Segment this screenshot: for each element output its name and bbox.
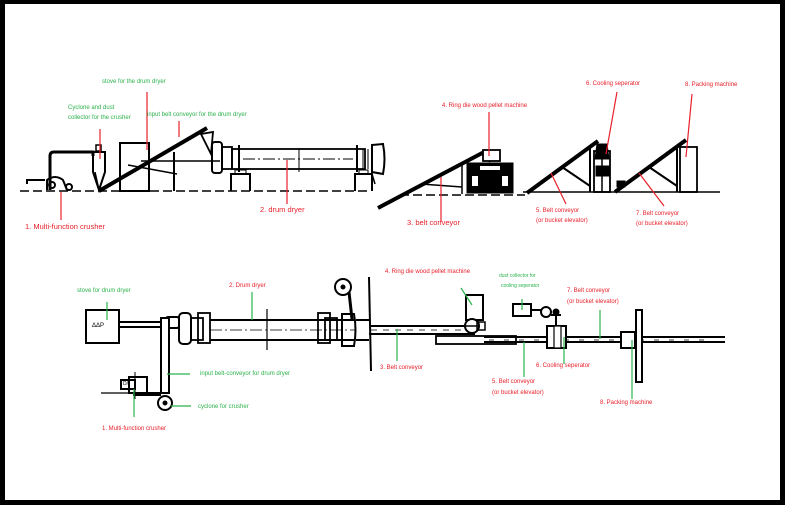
label-crusher-plan: 1. Multi-function crusher bbox=[102, 426, 167, 432]
label-cooling-elevation: 6. Cooling seperator bbox=[586, 81, 641, 87]
cyclone-dust-collector bbox=[92, 144, 106, 194]
label-dust-collector-plan-1: dust collector for bbox=[499, 273, 536, 279]
ring-die-pellet-machine bbox=[466, 149, 514, 194]
label-belt-conveyor-7-elevation-2: (or bucket elevator) bbox=[636, 221, 688, 227]
stove-box-text: ΔΔΡ bbox=[92, 323, 105, 329]
cyclone-circle bbox=[157, 395, 173, 411]
label-cyclone-elevation-2: collector for the crusher bbox=[68, 115, 131, 121]
layout-drawing bbox=[20, 91, 725, 417]
label-drum-dryer-elevation: 2. drum dryer bbox=[260, 205, 305, 214]
label-pellet-machine-plan: 4. Ring die wood pellet machine bbox=[385, 269, 471, 275]
belt-conveyor-7 bbox=[613, 138, 688, 194]
label-stove-plan: stove for drum dryer bbox=[77, 288, 131, 294]
crusher-machine bbox=[26, 150, 95, 191]
label-belt-conveyor-7-plan-1: 7. Belt conveyor bbox=[567, 288, 611, 294]
label-cyclone-plan: cyclone for crusher bbox=[198, 404, 249, 410]
label-input-conveyor-plan: input belt-conveyor for drum dryer bbox=[200, 371, 291, 377]
elevation-view bbox=[20, 126, 720, 210]
label-pellet-machine-elevation: 4. Ring die wood pellet machine bbox=[442, 103, 528, 109]
label-stove-elevation: stove for the drum dryer bbox=[102, 79, 166, 85]
partition-line bbox=[368, 276, 372, 372]
stove-box bbox=[119, 142, 150, 192]
drum-dryer bbox=[211, 141, 386, 191]
cooling-separator bbox=[593, 143, 611, 193]
label-belt-conveyor-5-plan-2: (or bucket elevator) bbox=[492, 390, 544, 396]
label-belt-conveyor-7-elevation-1: 7. Belt conveyor bbox=[636, 211, 680, 217]
label-crusher-elevation: 1. Multi-function crusher bbox=[25, 222, 106, 231]
label-belt-conveyor-5-plan-1: 5. Belt conveyor bbox=[492, 379, 536, 385]
label-packing-elevation: 8. Packing machine bbox=[685, 82, 738, 88]
label-packing-plan: 8. Packing machine bbox=[600, 400, 653, 406]
label-belt-conveyor-3-elevation: 3. belt conveyor bbox=[407, 218, 460, 227]
plan-view bbox=[85, 276, 725, 411]
label-cooling-plan: 6. Cooling seperator bbox=[536, 363, 591, 369]
label-belt-conveyor-3-plan: 3. Belt conveyor bbox=[380, 365, 424, 371]
label-drum-dryer-plan: 2. Drum dryer bbox=[229, 283, 266, 289]
input-conveyor-belt bbox=[97, 126, 209, 193]
label-belt-conveyor-5-elevation-1: 5. Belt conveyor bbox=[536, 208, 580, 214]
belt-conveyor-5 bbox=[525, 139, 600, 195]
label-cyclone-elevation-1: Cyclone and dust bbox=[68, 105, 115, 111]
label-belt-conveyor-5-elevation-2: (or bucket elevator) bbox=[536, 218, 588, 224]
crusher-box-text: D/ bbox=[123, 381, 128, 387]
label-dust-collector-plan-2: cooling seperator bbox=[501, 283, 540, 289]
label-input-conveyor-elevation: input belt conveyor for the drum dryer bbox=[147, 112, 247, 118]
plan-leaders bbox=[106, 287, 633, 417]
packing-machine-box bbox=[679, 146, 698, 193]
label-belt-conveyor-7-plan-2: (or bucket elevator) bbox=[567, 299, 619, 305]
diagram-canvas: stove for the drum dryer Cyclone and dus… bbox=[5, 4, 780, 500]
elevation-leaders bbox=[60, 91, 693, 222]
top-wheel bbox=[334, 278, 352, 296]
